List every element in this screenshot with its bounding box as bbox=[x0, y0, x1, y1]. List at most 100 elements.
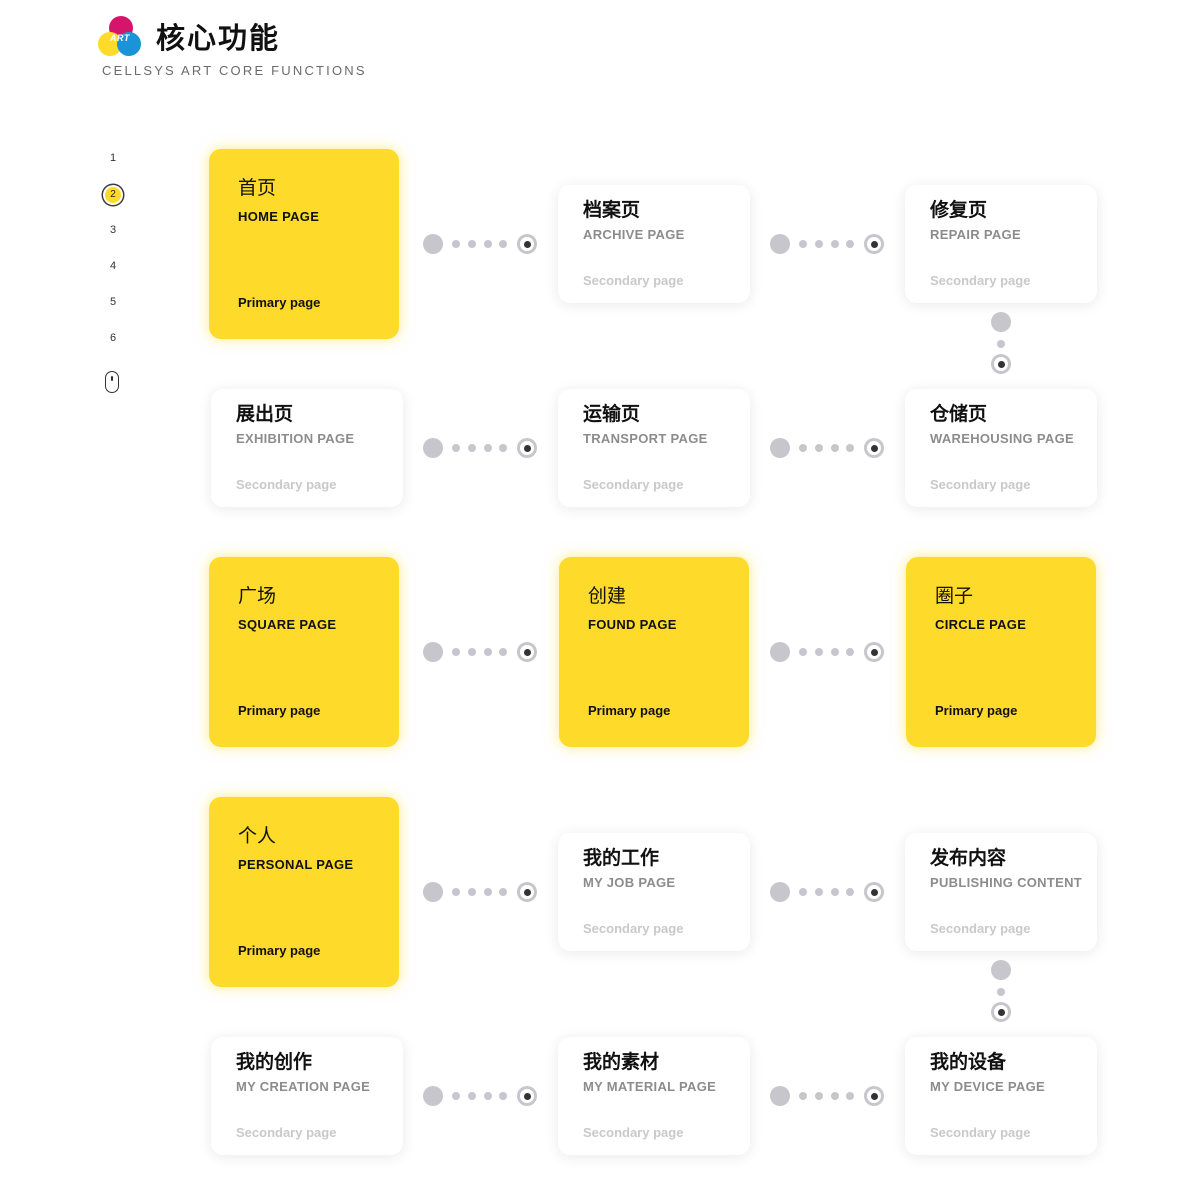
connector-dot bbox=[499, 1092, 507, 1100]
card-title-en: TRANSPORT PAGE bbox=[583, 431, 708, 446]
card-page-type: Primary page bbox=[238, 943, 321, 958]
connector-publishing-device bbox=[989, 960, 1013, 1022]
pager-item-5[interactable]: 5 bbox=[96, 290, 130, 314]
pager-item-6[interactable]: 6 bbox=[96, 326, 130, 350]
cellsys-art-logo: ART bbox=[98, 16, 144, 58]
card-title-en: CIRCLE PAGE bbox=[935, 617, 1027, 632]
card-title-en: MY DEVICE PAGE bbox=[930, 1079, 1045, 1094]
connector-dot bbox=[499, 648, 507, 656]
card-repair-page[interactable]: 修复页 REPAIR PAGE Secondary page bbox=[905, 185, 1097, 303]
card-title-en: SQUARE PAGE bbox=[238, 617, 337, 632]
card-my-material-page[interactable]: 我的素材 MY MATERIAL PAGE Secondary page bbox=[558, 1037, 750, 1155]
card-title-cn: 档案页 bbox=[583, 199, 641, 221]
connector-dot bbox=[799, 888, 807, 896]
card-square-page[interactable]: 广场 SQUARE PAGE Primary page bbox=[209, 557, 399, 747]
card-page-type: Secondary page bbox=[930, 921, 1031, 936]
page-subtitle: CELLSYS ART CORE FUNCTIONS bbox=[102, 63, 367, 78]
connector-dot bbox=[831, 888, 839, 896]
pager-item-2-active[interactable]: 2 bbox=[96, 182, 130, 206]
card-circle-page[interactable]: 圈子 CIRCLE PAGE Primary page bbox=[906, 557, 1096, 747]
mouse-scroll-icon bbox=[105, 371, 119, 393]
card-title-cn: 仓储页 bbox=[930, 403, 988, 425]
connector-dot bbox=[831, 1092, 839, 1100]
connector-personal-myjob bbox=[423, 880, 539, 904]
connector-end-dot bbox=[991, 1002, 1011, 1022]
card-title-cn: 个人 bbox=[238, 825, 277, 847]
connector-repair-warehousing bbox=[989, 312, 1013, 374]
card-my-creation-page[interactable]: 我的创作 MY CREATION PAGE Secondary page bbox=[211, 1037, 403, 1155]
card-page-type: Secondary page bbox=[236, 1125, 337, 1140]
connector-dot bbox=[815, 444, 823, 452]
card-personal-page[interactable]: 个人 PERSONAL PAGE Primary page bbox=[209, 797, 399, 987]
card-title-cn: 发布内容 bbox=[930, 847, 1007, 869]
connector-start-dot bbox=[423, 438, 443, 458]
card-page-type: Secondary page bbox=[583, 273, 684, 288]
pager-item-label: 6 bbox=[109, 332, 117, 344]
pager-item-3[interactable]: 3 bbox=[96, 218, 130, 242]
logo-blue-circle bbox=[117, 32, 141, 56]
connector-end-dot bbox=[864, 1086, 884, 1106]
pager-item-label: 3 bbox=[109, 224, 117, 236]
card-page-type: Primary page bbox=[238, 295, 321, 310]
card-page-type: Secondary page bbox=[930, 273, 1031, 288]
card-page-type: Secondary page bbox=[930, 477, 1031, 492]
connector-dot bbox=[452, 888, 460, 896]
connector-start-dot bbox=[770, 438, 790, 458]
connector-start-dot bbox=[770, 1086, 790, 1106]
card-found-page[interactable]: 创建 FOUND PAGE Primary page bbox=[559, 557, 749, 747]
connector-dot bbox=[799, 648, 807, 656]
connector-dot bbox=[831, 648, 839, 656]
card-title-cn: 运输页 bbox=[583, 403, 641, 425]
card-page-type: Secondary page bbox=[583, 477, 684, 492]
card-page-type: Primary page bbox=[935, 703, 1018, 718]
card-home-page[interactable]: 首页 HOME PAGE Primary page bbox=[209, 149, 399, 339]
connector-dot bbox=[468, 1092, 476, 1100]
connector-dot bbox=[846, 1092, 854, 1100]
card-title-en: EXHIBITION PAGE bbox=[236, 431, 355, 446]
connector-dot bbox=[846, 444, 854, 452]
connector-dot bbox=[846, 240, 854, 248]
connector-dot bbox=[799, 240, 807, 248]
connector-start-dot bbox=[770, 234, 790, 254]
card-title-en: PERSONAL PAGE bbox=[238, 857, 354, 872]
card-page-type: Primary page bbox=[238, 703, 321, 718]
pager-item-label: 2 bbox=[105, 187, 121, 203]
card-title-cn: 创建 bbox=[588, 585, 627, 607]
card-title-en: MY JOB PAGE bbox=[583, 875, 676, 890]
connector-dot bbox=[815, 648, 823, 656]
card-warehousing-page[interactable]: 仓储页 WAREHOUSING PAGE Secondary page bbox=[905, 389, 1097, 507]
page-title: 核心功能 bbox=[156, 21, 281, 55]
connector-dot bbox=[468, 888, 476, 896]
connector-start-dot bbox=[423, 642, 443, 662]
pager-item-1[interactable]: 1 bbox=[96, 146, 130, 170]
connector-dot bbox=[499, 444, 507, 452]
card-page-type: Secondary page bbox=[583, 921, 684, 936]
card-exhibition-page[interactable]: 展出页 EXHIBITION PAGE Secondary page bbox=[211, 389, 403, 507]
card-my-job-page[interactable]: 我的工作 MY JOB PAGE Secondary page bbox=[558, 833, 750, 951]
connector-dot bbox=[831, 240, 839, 248]
connector-end-dot bbox=[517, 438, 537, 458]
pager-item-label: 1 bbox=[109, 152, 117, 164]
card-title-en: REPAIR PAGE bbox=[930, 227, 1021, 242]
connector-end-dot bbox=[864, 234, 884, 254]
card-title-en: WAREHOUSING PAGE bbox=[930, 431, 1074, 446]
connector-end-dot bbox=[517, 1086, 537, 1106]
connector-archive-repair bbox=[770, 232, 886, 256]
connector-start-dot bbox=[991, 312, 1011, 332]
connector-start-dot bbox=[423, 1086, 443, 1106]
card-title-cn: 我的设备 bbox=[930, 1051, 1007, 1073]
card-archive-page[interactable]: 档案页 ARCHIVE PAGE Secondary page bbox=[558, 185, 750, 303]
card-title-cn: 我的素材 bbox=[583, 1051, 660, 1073]
card-my-device-page[interactable]: 我的设备 MY DEVICE PAGE Secondary page bbox=[905, 1037, 1097, 1155]
card-publishing-content[interactable]: 发布内容 PUBLISHING CONTENT Secondary page bbox=[905, 833, 1097, 951]
connector-dot bbox=[499, 888, 507, 896]
connector-end-dot bbox=[864, 882, 884, 902]
connector-dot bbox=[484, 1092, 492, 1100]
connector-dot bbox=[468, 444, 476, 452]
card-title-en: ARCHIVE PAGE bbox=[583, 227, 685, 242]
connector-dot bbox=[452, 648, 460, 656]
card-transport-page[interactable]: 运输页 TRANSPORT PAGE Secondary page bbox=[558, 389, 750, 507]
pager-item-4[interactable]: 4 bbox=[96, 254, 130, 278]
connector-square-found bbox=[423, 640, 539, 664]
connector-dot bbox=[484, 444, 492, 452]
